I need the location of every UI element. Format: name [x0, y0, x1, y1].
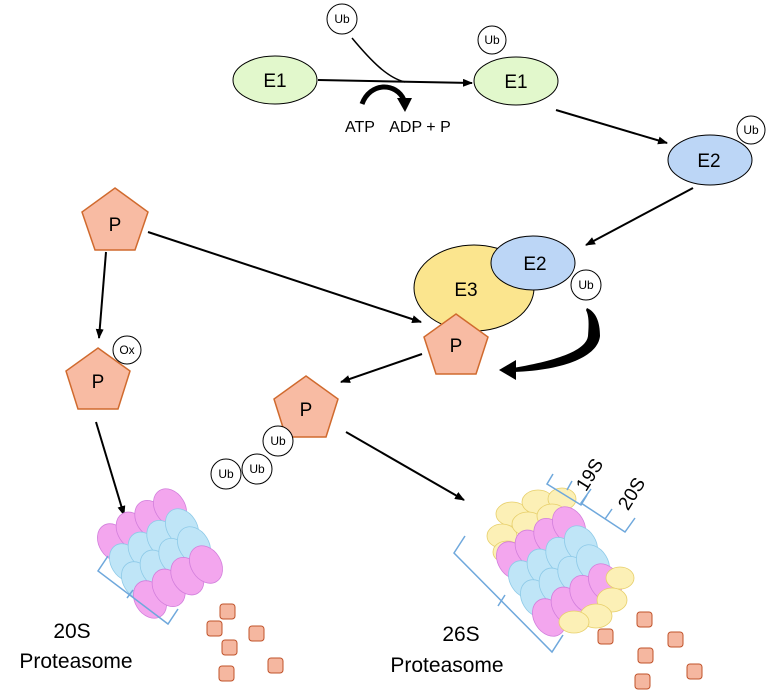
e3-label: E3 — [454, 280, 477, 301]
e3-complex: E3 E2 Ub — [413, 235, 602, 332]
atp-hydrolysis-arrow — [359, 84, 407, 106]
e1-label: E1 — [263, 71, 286, 92]
arrow-to-26s — [345, 431, 465, 501]
protein-label: P — [300, 400, 313, 421]
ub-transfer-arrow — [513, 308, 600, 372]
ub-label: Ub — [578, 278, 594, 292]
adp-label: ADP + P — [389, 119, 451, 136]
ub-label: Ub — [270, 434, 286, 448]
e2-ub-complex: E2 Ub — [667, 115, 766, 186]
ub-label: Ub — [743, 123, 759, 137]
e2-label: E2 — [697, 151, 720, 172]
proteasome-26s: 19S 20S 26S Proteasome — [390, 455, 650, 677]
left-proteasome-label: Proteasome — [19, 650, 132, 673]
bracket-26s — [453, 535, 564, 654]
arrow-oxidation — [95, 251, 107, 339]
protein-label: P — [92, 372, 105, 393]
arrow-polyubiquitination — [340, 353, 423, 383]
arrow-to-20s — [95, 421, 126, 516]
pathway-arrows — [95, 37, 694, 516]
peptide-fragments-left — [206, 603, 284, 682]
arrow-e2-to-e3 — [585, 187, 694, 246]
arrow-substrate-to-e3 — [147, 231, 422, 323]
ox-label: Ox — [119, 343, 134, 357]
polyubiquitinated-protein: P Ub Ub Ub — [210, 375, 339, 490]
ub-label: Ub — [218, 467, 234, 481]
e1-ub-complex: E1 Ub — [473, 25, 559, 106]
bracket-20s-left — [96, 555, 179, 626]
bracket-20s-right — [579, 488, 636, 534]
cap-19s-bottom — [558, 566, 635, 634]
oxidized-protein: P Ox — [65, 335, 142, 410]
ub-label: Ub — [484, 33, 500, 47]
ub-label: Ub — [334, 12, 350, 26]
protein-label: P — [109, 215, 122, 236]
core-20s-label: 20S — [614, 474, 650, 514]
e1-label: E1 — [504, 72, 527, 93]
ub-free: Ub — [326, 3, 358, 35]
protein-label: P — [450, 336, 463, 357]
arrow-e1-to-e2 — [555, 109, 668, 145]
substrate-protein-free: P — [81, 187, 149, 251]
ub-label: Ub — [249, 462, 265, 476]
proteasome-20s: 20S Proteasome — [19, 488, 223, 673]
left-20s-label: 20S — [53, 620, 90, 643]
arrow-e1-activation — [317, 78, 473, 87]
substrate-protein-e3: P — [423, 313, 489, 375]
e2-label: E2 — [523, 254, 546, 275]
right-proteasome-label: Proteasome — [390, 654, 503, 677]
atp-label: ATP — [345, 119, 375, 136]
e1-free: E1 — [232, 55, 318, 105]
ring-pink-front — [133, 545, 223, 619]
peptide-fragments-right — [597, 611, 703, 690]
right-26s-label: 26S — [442, 623, 479, 646]
atp-adp: ATP ADP + P — [345, 119, 451, 136]
arrow-ub-join — [351, 37, 406, 83]
